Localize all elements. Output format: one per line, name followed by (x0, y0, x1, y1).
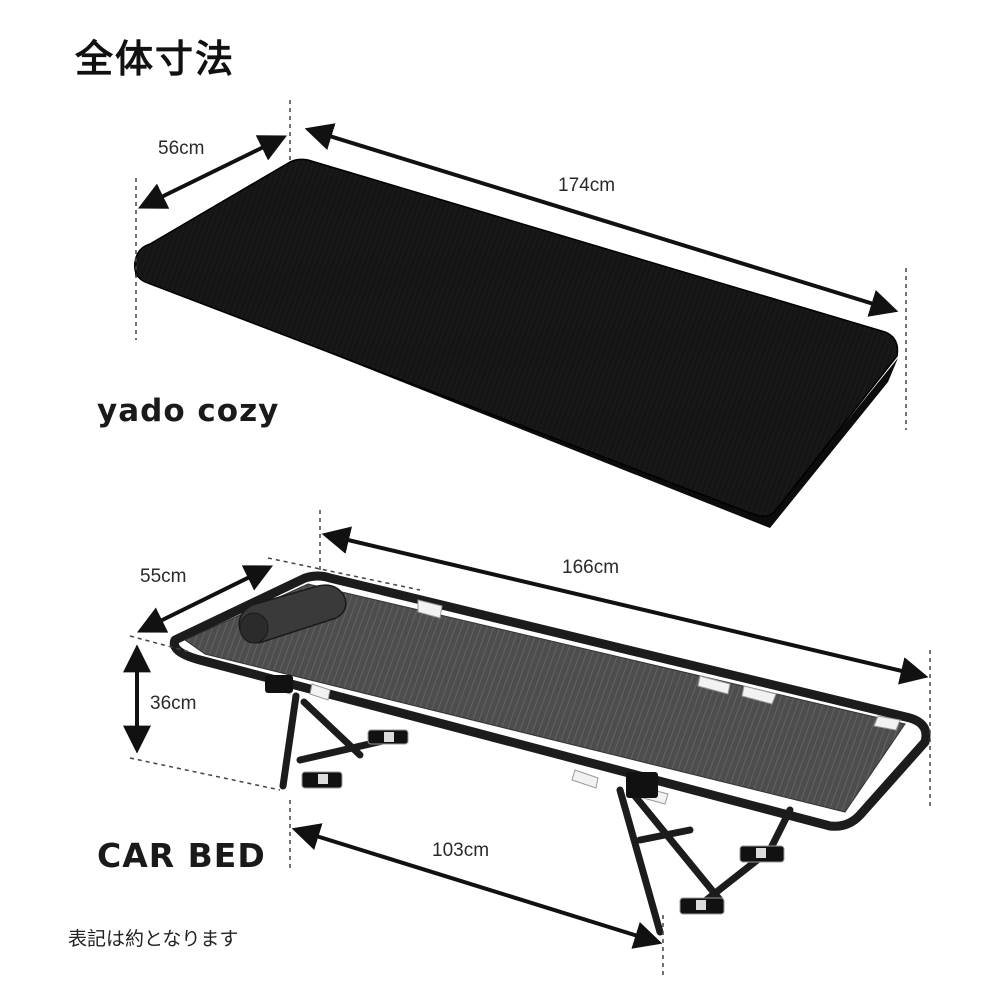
carbed-leg-span-label: 103cm (432, 840, 490, 861)
mat-guides (135, 100, 907, 430)
mat-illustration (133, 158, 899, 528)
product-name-car-bed: CAR BED (97, 836, 266, 875)
product-name-yado-cozy: yado cozy (97, 393, 280, 429)
length-arrow-166 (321, 526, 929, 685)
width-arrow-56 (137, 135, 288, 209)
span-arrow-103 (291, 823, 663, 949)
mat-arrows (137, 123, 899, 317)
carbed-width-label: 55cm (140, 566, 187, 587)
width-arrow-55 (136, 565, 274, 633)
carbed-illustration (169, 571, 931, 936)
page-title: 全体寸法 (75, 37, 236, 81)
carbed-arrows (123, 526, 929, 949)
approximate-note: 表記は約となります (68, 928, 239, 950)
length-arrow-174 (304, 123, 899, 317)
carbed-length-label: 166cm (562, 557, 620, 578)
carbed-height-label: 36cm (150, 693, 197, 714)
mat-length-label: 174cm (558, 175, 616, 196)
mat-width-label: 56cm (158, 138, 205, 159)
